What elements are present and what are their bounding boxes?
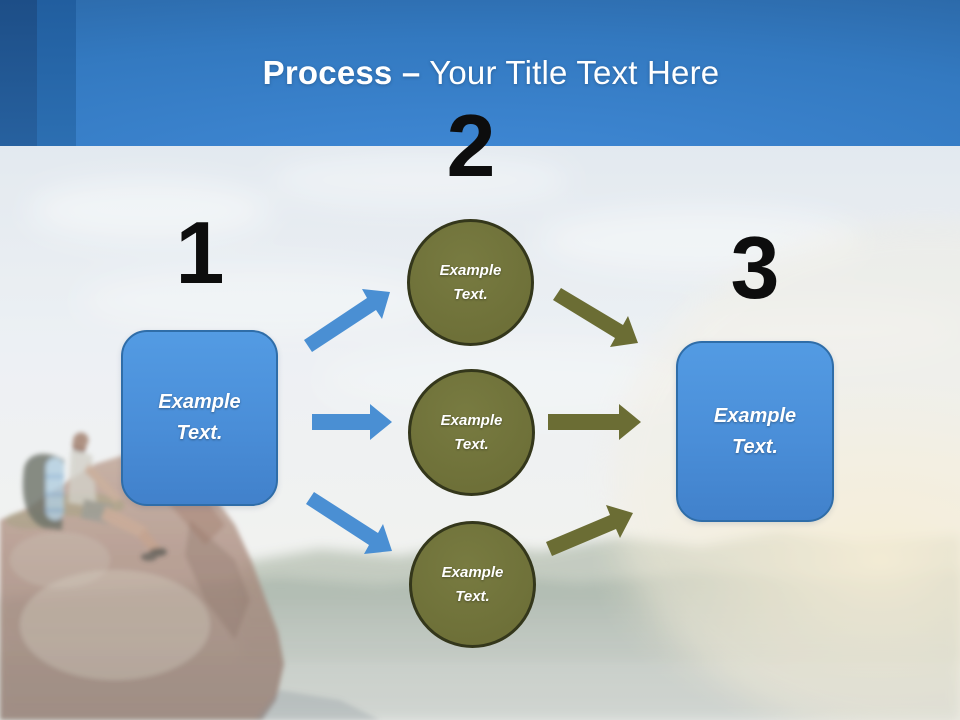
process-stage-circle-3: Example Text.	[409, 521, 536, 648]
process-stage-circle-2: Example Text.	[408, 369, 535, 496]
left-accent-stripe-medium	[37, 0, 76, 146]
head	[73, 432, 89, 448]
process-source-box: Example Text.	[121, 330, 278, 506]
leg	[101, 506, 148, 539]
slide-title: Process – Your Title Text Here	[11, 54, 960, 92]
step-number-2: 2	[446, 96, 496, 195]
title-emphasis: Process –	[262, 54, 421, 91]
sleeping-roll	[46, 458, 64, 520]
process-stage-circle-1: Example Text.	[407, 219, 534, 346]
process-target-label: Example Text.	[713, 404, 797, 458]
left-accent-stripe-dark	[0, 0, 37, 146]
process-target-box: Example Text.	[676, 341, 834, 522]
rock-cliff	[0, 452, 380, 720]
hiker-figure	[22, 432, 167, 561]
title-remainder: Your Title Text Here	[429, 54, 720, 91]
process-stage-3-label: Example Text.	[441, 564, 504, 605]
process-source-label: Example Text.	[158, 391, 241, 444]
process-stage-2-label: Example Text.	[440, 412, 503, 453]
title-bar: Process – Your Title Text Here	[0, 0, 960, 146]
step-number-3: 3	[730, 218, 780, 317]
process-stage-1-label: Example Text.	[439, 262, 502, 303]
step-number-1: 1	[175, 203, 225, 302]
arm	[84, 463, 121, 503]
